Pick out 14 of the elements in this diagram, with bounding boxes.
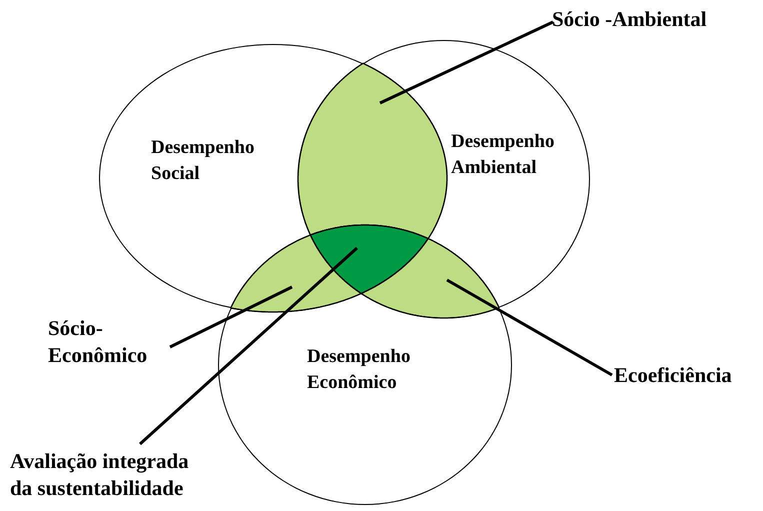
callout-label: Sócio- Econômico xyxy=(48,315,176,370)
overlap-region xyxy=(297,62,448,240)
leader-line xyxy=(139,246,358,446)
circle-label: Desempenho Social xyxy=(151,136,256,186)
overlap-region xyxy=(230,234,362,313)
callout-label: Avaliação integrada da sustentabilidade xyxy=(10,448,215,503)
circle-label: Desempenho Ambiental xyxy=(451,130,556,180)
callout-label: Ecoeficiência xyxy=(614,362,762,390)
overlap-region xyxy=(310,224,429,294)
leader-line xyxy=(379,20,554,104)
leader-line xyxy=(169,286,293,348)
callout-label: Sócio -Ambiental xyxy=(552,6,757,34)
circle-label: Desempenho Econômico xyxy=(307,345,412,395)
overlap-region xyxy=(360,238,500,319)
